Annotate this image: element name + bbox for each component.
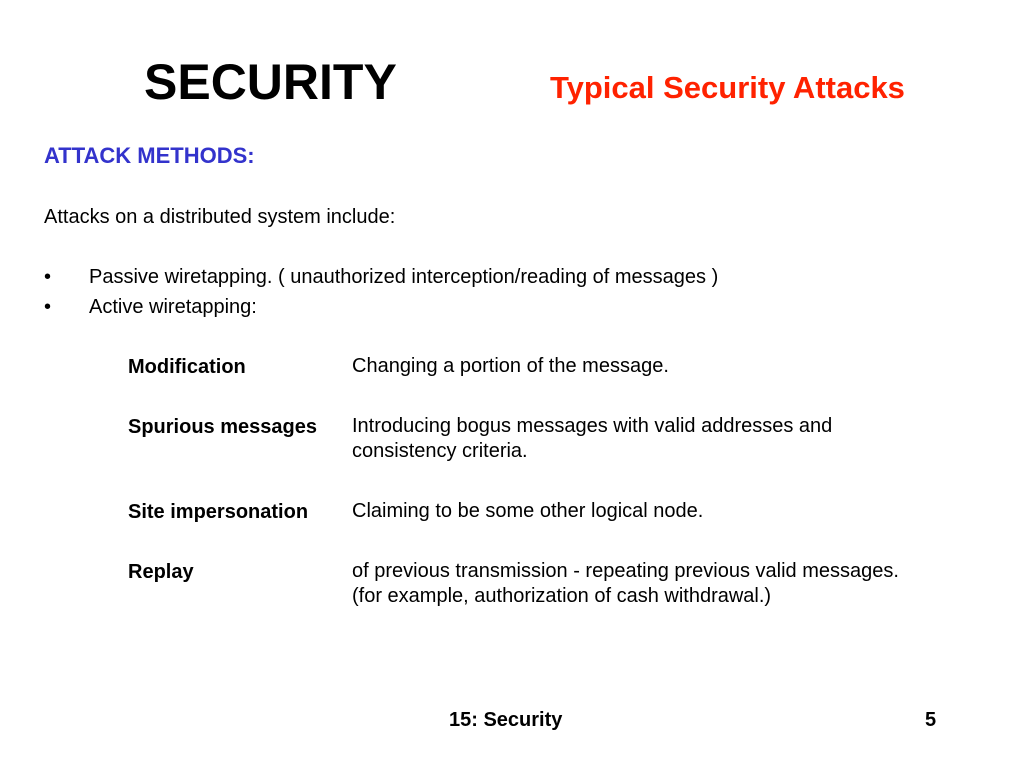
description-line: Introducing bogus messages with valid ad… bbox=[352, 415, 833, 437]
definition-term: Replay bbox=[128, 561, 194, 583]
definition-description: Changing a portion of the message. bbox=[352, 354, 1002, 379]
bullet-icon: • bbox=[44, 266, 52, 288]
definition-term: Spurious messages bbox=[128, 416, 317, 438]
description-line: consistency criteria. bbox=[352, 440, 528, 462]
description-line: Claiming to be some other logical node. bbox=[352, 500, 704, 522]
definition-term: Modification bbox=[128, 356, 246, 378]
intro-text: Attacks on a distributed system include: bbox=[44, 206, 396, 228]
definition-description: Introducing bogus messages with valid ad… bbox=[352, 414, 1002, 464]
description-line: of previous transmission - repeating pre… bbox=[352, 560, 899, 582]
description-line: (for example, authorization of cash with… bbox=[352, 585, 772, 607]
bullet-item-active: • Active wiretapping: bbox=[44, 294, 718, 324]
bullet-text: Active wiretapping: bbox=[89, 296, 257, 318]
definition-term: Site impersonation bbox=[128, 501, 309, 523]
bullet-list: • Passive wiretapping. ( unauthorized in… bbox=[44, 264, 718, 324]
description-line: Changing a portion of the message. bbox=[352, 355, 669, 377]
slide-subtitle: Typical Security Attacks bbox=[550, 70, 905, 105]
footer-chapter-label: 15: Security bbox=[449, 709, 563, 731]
definition-description: Claiming to be some other logical node. bbox=[352, 499, 1002, 524]
slide-title: SECURITY bbox=[144, 54, 397, 110]
bullet-item-passive: • Passive wiretapping. ( unauthorized in… bbox=[44, 264, 718, 294]
bullet-icon: • bbox=[44, 296, 52, 318]
page-number: 5 bbox=[925, 709, 937, 731]
bullet-text: Passive wiretapping. ( unauthorized inte… bbox=[89, 266, 719, 288]
definition-description: of previous transmission - repeating pre… bbox=[352, 559, 1002, 609]
section-heading: ATTACK METHODS: bbox=[44, 143, 255, 168]
